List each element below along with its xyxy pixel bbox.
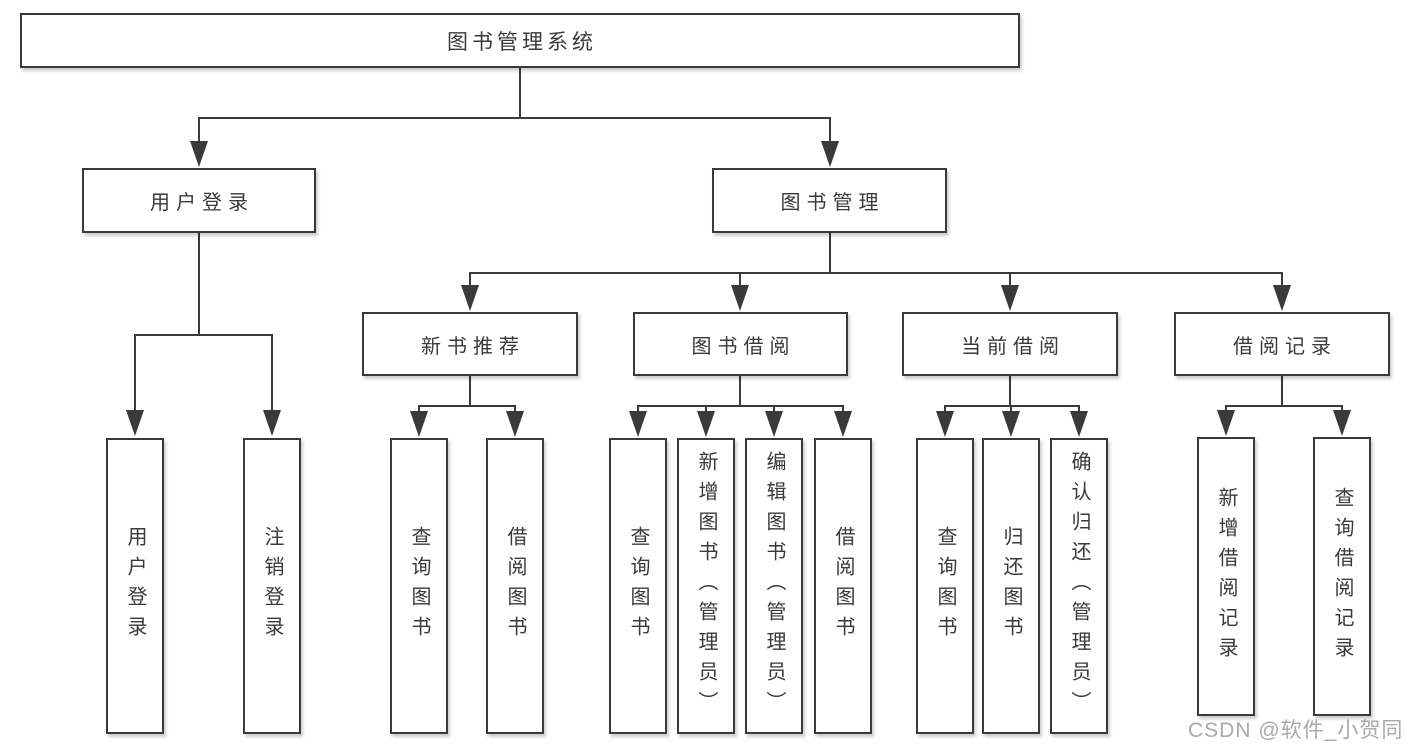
node-user-login-label: 用户登录 [150,192,254,214]
leaf-query-books-recommend: 查询图书 [390,438,448,734]
leaf-query-books-current-label: 查询图书 [934,526,956,646]
leaf-add-borrow-record-label: 新增借阅记录 [1215,486,1237,667]
node-borrowing-records-label: 借阅记录 [1233,335,1337,358]
node-new-book-recommend-label: 新书推荐 [421,335,525,358]
leaf-confirm-return-admin: 确认归还（管理员） [1050,438,1108,734]
leaf-return-books: 归还图书 [982,438,1040,734]
node-borrowing-records: 借阅记录 [1174,312,1390,376]
leaf-borrow-books-recommend-label: 借阅图书 [504,526,526,646]
leaf-confirm-return-admin-label: 确认归还（管理员） [1068,451,1090,721]
connector-arrowheads [126,141,1351,437]
leaf-borrow-books-borrow-label: 借阅图书 [832,526,854,646]
leaf-query-borrow-record: 查询借阅记录 [1313,437,1371,716]
leaf-borrow-books-borrow: 借阅图书 [814,438,872,734]
node-book-management: 图书管理 [712,168,947,233]
csdn-watermark: CSDN @软件_小贺同学 [1188,719,1405,742]
leaf-query-borrow-record-label: 查询借阅记录 [1331,486,1353,667]
leaf-query-books-borrow-label: 查询图书 [627,526,649,646]
leaf-query-books-borrow: 查询图书 [609,438,667,734]
leaf-add-books-admin-label: 新增图书（管理员） [695,451,717,721]
leaf-user-login: 用户登录 [106,438,164,734]
leaf-query-books-recommend-label: 查询图书 [408,526,430,646]
node-current-borrowing-label: 当前借阅 [961,335,1065,358]
node-book-borrowing: 图书借阅 [633,312,848,376]
node-book-management-label: 图书管理 [780,192,885,214]
node-library-system-label: 图书管理系统 [447,30,597,54]
node-current-borrowing: 当前借阅 [902,312,1118,376]
leaf-logout: 注销登录 [243,438,301,734]
leaf-add-books-admin: 新增图书（管理员） [677,438,735,734]
leaf-add-borrow-record: 新增借阅记录 [1197,437,1255,716]
node-library-system: 图书管理系统 [20,13,1020,68]
node-book-borrowing-label: 图书借阅 [691,335,796,358]
node-user-login: 用户登录 [82,168,316,233]
leaf-user-login-label: 用户登录 [124,526,146,646]
leaf-return-books-label: 归还图书 [1000,526,1022,646]
leaf-query-books-current: 查询图书 [916,438,974,734]
leaf-edit-books-admin: 编辑图书（管理员） [745,438,803,734]
leaf-logout-label: 注销登录 [261,526,283,646]
leaf-edit-books-admin-label: 编辑图书（管理员） [763,451,785,721]
leaf-borrow-books-recommend: 借阅图书 [486,438,544,734]
node-new-book-recommend: 新书推荐 [362,312,578,376]
connector-lines [134,67,1343,414]
